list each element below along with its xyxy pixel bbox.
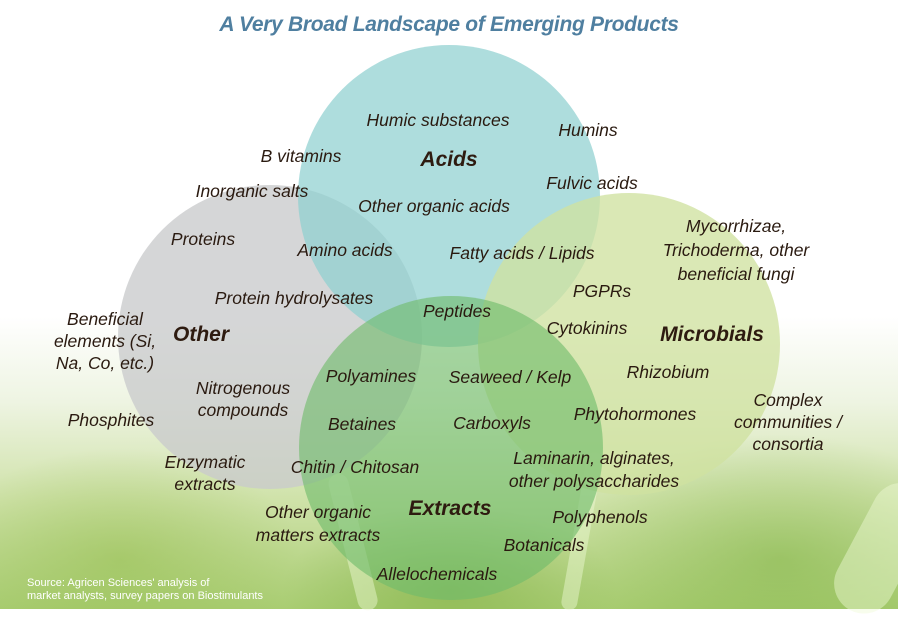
item-rhizobium: Rhizobium	[626, 362, 710, 382]
item-polyamines: Polyamines	[325, 366, 417, 386]
category-extracts: Extracts	[408, 497, 492, 520]
item-other-organic-matters: Other organic matters extracts	[255, 502, 381, 545]
item-humins: Humins	[558, 120, 618, 140]
item-protein-hydrolysates: Protein hydrolysates	[214, 288, 374, 308]
item-b-vitamins: B vitamins	[260, 146, 342, 166]
item-seaweed-kelp: Seaweed / Kelp	[448, 367, 572, 387]
item-allelochemicals: Allelochemicals	[376, 564, 498, 584]
item-peptides: Peptides	[422, 301, 492, 321]
item-complex-communities: Complex communities / consortia	[734, 390, 842, 454]
diagram-title: A Very Broad Landscape of Emerging Produ…	[219, 13, 679, 36]
source-note: Source: Agricen Sciences' analysis of ma…	[27, 577, 263, 602]
category-other: Other	[172, 323, 230, 346]
item-humic-substances: Humic substances	[366, 110, 510, 130]
item-phosphites: Phosphites	[67, 410, 155, 430]
item-fulvic-acids: Fulvic acids	[546, 173, 638, 193]
item-other-organic-acids: Other organic acids	[358, 196, 510, 216]
item-enzymatic-extracts: Enzymatic extracts	[164, 452, 246, 494]
item-pgprs: PGPRs	[572, 281, 632, 301]
item-laminarin: Laminarin, alginates, other polysacchari…	[508, 448, 680, 491]
category-acids: Acids	[420, 148, 478, 171]
item-chitin-chitosan: Chitin / Chitosan	[290, 457, 420, 477]
item-phytohormones: Phytohormones	[573, 404, 697, 424]
item-nitrogenous-compounds: Nitrogenous compounds	[195, 378, 291, 420]
item-polyphenols: Polyphenols	[552, 507, 648, 527]
item-proteins: Proteins	[170, 229, 236, 249]
item-beneficial-elements: Beneficial elements (Si, Na, Co, etc.)	[53, 309, 157, 373]
item-inorganic-salts: Inorganic salts	[195, 181, 309, 201]
item-mycorrhizae: Mycorrhizae, Trichoderma, other benefici…	[662, 216, 810, 284]
item-fatty-acids-lipids: Fatty acids / Lipids	[449, 243, 595, 263]
circle-extracts	[299, 296, 603, 600]
venn-diagram	[118, 45, 780, 600]
item-betaines: Betaines	[327, 414, 397, 434]
item-carboxyls: Carboxyls	[453, 413, 531, 433]
item-cytokinins: Cytokinins	[546, 318, 628, 338]
category-microbials: Microbials	[660, 323, 764, 346]
item-amino-acids: Amino acids	[297, 240, 393, 260]
item-botanicals: Botanicals	[503, 535, 585, 555]
